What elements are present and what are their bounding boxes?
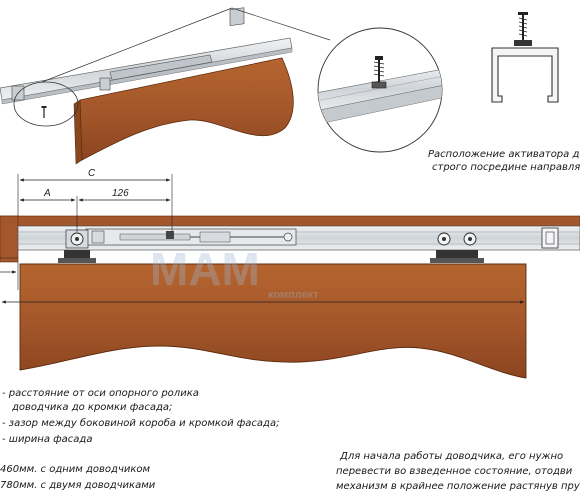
magnifier-ellipse-left <box>13 81 79 127</box>
front-view: C A 126 МАМ комплект <box>0 168 580 379</box>
watermark-sub: комплект <box>268 289 319 301</box>
box-top <box>0 215 580 227</box>
box-side <box>0 215 19 263</box>
legend-item-3: - ширина фасада <box>2 434 93 445</box>
start-note-line1: Для начала работы доводчика, его нужно <box>340 451 564 462</box>
iso-wooden-panel <box>79 57 294 161</box>
legend-item-1-line1: - расстояние от оси опорного ролика <box>2 388 199 399</box>
legend-item-1-line2: доводчика до кромки фасада; <box>12 402 173 413</box>
dim-label-126: 126 <box>112 188 129 199</box>
isometric-view <box>0 7 331 165</box>
width-two-closers: 780мм. с двумя доводчиками <box>0 480 156 491</box>
screw-icon <box>41 106 47 118</box>
start-note-line3: механизм в крайнее положение растянув пр… <box>336 481 580 492</box>
legend-item-2: - зазор между боковиной короба и кромкой… <box>2 418 280 429</box>
dim-label-a: A <box>43 188 51 199</box>
iso-closer <box>109 54 213 81</box>
start-note-line2: перевести во взведенное состояние, отодв… <box>336 466 573 477</box>
profile-screw-icon <box>514 12 532 46</box>
activator-note-line2: строго посредине направляю <box>432 162 580 173</box>
watermark-main: МАМ <box>150 243 260 295</box>
wooden-facade <box>19 263 527 379</box>
dim-label-c: C <box>88 168 96 179</box>
closer-mechanism <box>85 228 297 246</box>
width-one-closer: 460мм. с одним доводчиком <box>0 464 151 475</box>
activator-stop <box>541 227 559 249</box>
activator-screw-icon <box>371 56 387 89</box>
left-roller-carriage <box>58 229 96 263</box>
right-roller-carriage <box>430 232 484 263</box>
profile-cross-section <box>491 12 559 103</box>
magnifier-circle <box>317 27 443 153</box>
activator-note-line1: Расположение активатора до <box>428 149 580 160</box>
